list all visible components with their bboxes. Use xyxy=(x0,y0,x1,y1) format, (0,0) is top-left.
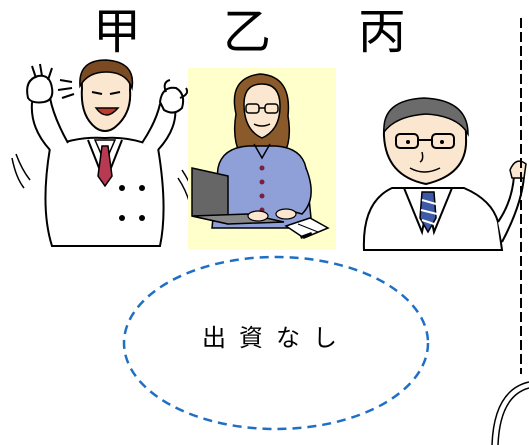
label-person-a: 甲 xyxy=(92,4,141,60)
label-person-b: 乙 xyxy=(222,4,271,60)
dashed-border-edge xyxy=(520,18,522,374)
tie xyxy=(97,145,113,188)
label-person-c: 丙 xyxy=(357,4,406,60)
dashed-ellipse xyxy=(122,255,430,431)
scientist-in-lab-coat-icon xyxy=(11,59,195,247)
man-in-suit-icon xyxy=(362,97,527,251)
woman-at-laptop-icon xyxy=(188,68,336,250)
circle-edge-fragment xyxy=(491,381,529,445)
no-investment-label: 出資なし xyxy=(202,324,350,352)
